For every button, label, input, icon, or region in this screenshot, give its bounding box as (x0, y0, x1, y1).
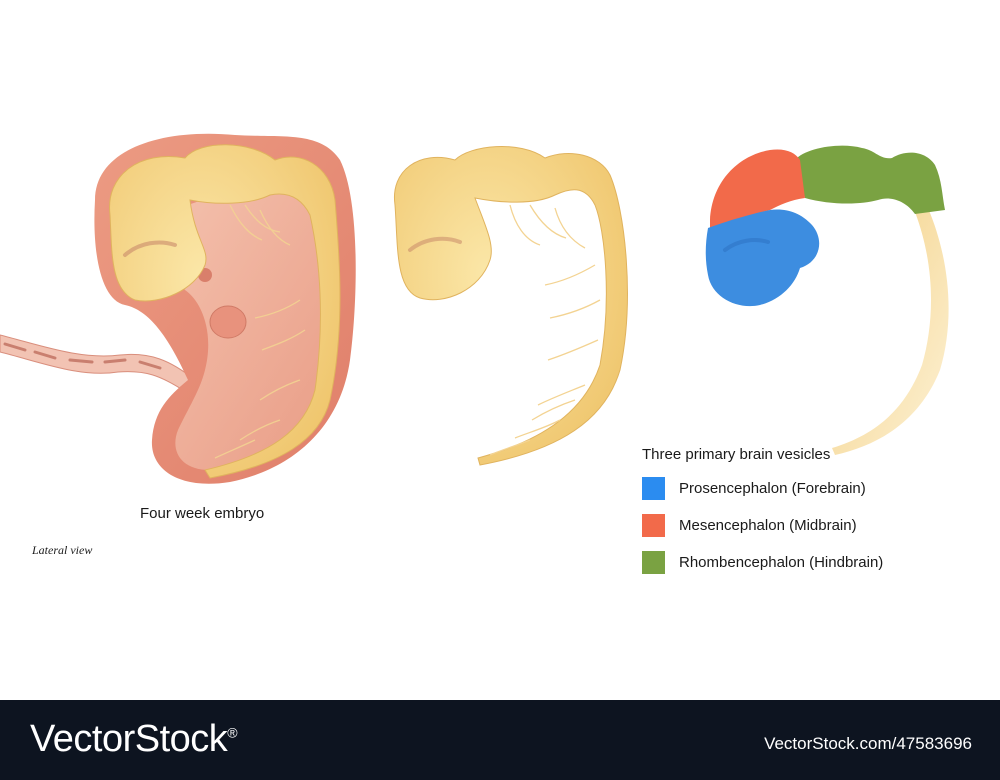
legend: Three primary brain vesicles Prosencepha… (642, 446, 982, 586)
embryo-figure (0, 133, 356, 484)
colored-vesicles-figure (705, 145, 949, 455)
legend-swatch-orange (642, 513, 665, 537)
spinal-cord (832, 208, 949, 455)
umbilical-cord (0, 334, 196, 393)
neural-tube-figure (393, 145, 628, 466)
legend-swatch-blue (642, 476, 665, 500)
brand-name: VectorStock (30, 718, 228, 760)
brand-url: VectorStock.com/47583696 (764, 734, 972, 753)
footer-banner: VectorStock® VectorStock.com/47583696 (0, 700, 1000, 780)
legend-item-rhombencephalon: Rhombencephalon (Hindbrain) (642, 549, 982, 575)
registered-mark: ® (227, 724, 238, 741)
forebrain-vesicle (705, 209, 820, 307)
legend-item-prosencephalon: Prosencephalon (Forebrain) (642, 475, 982, 501)
midbrain-vesicle (710, 149, 805, 228)
view-caption: Lateral view (32, 543, 93, 557)
heart-bulge (209, 305, 247, 339)
illustration-canvas: Four week embryo Lateral view Three prim… (0, 133, 982, 586)
middle-brain (393, 145, 628, 466)
legend-label: Rhombencephalon (Hindbrain) (679, 553, 884, 571)
embryo-brain (109, 144, 341, 479)
hindbrain-vesicle (795, 145, 945, 214)
brain-vesicles-illustration (0, 133, 949, 484)
legend-label: Mesencephalon (Midbrain) (679, 516, 857, 534)
legend-title: Three primary brain vesicles (642, 446, 831, 463)
brand-logo: VectorStock® (30, 718, 238, 761)
legend-label: Prosencephalon (Forebrain) (679, 479, 866, 497)
embryo-caption: Four week embryo (140, 505, 265, 522)
legend-item-mesencephalon: Mesencephalon (Midbrain) (642, 512, 982, 538)
legend-swatch-green (642, 550, 665, 574)
